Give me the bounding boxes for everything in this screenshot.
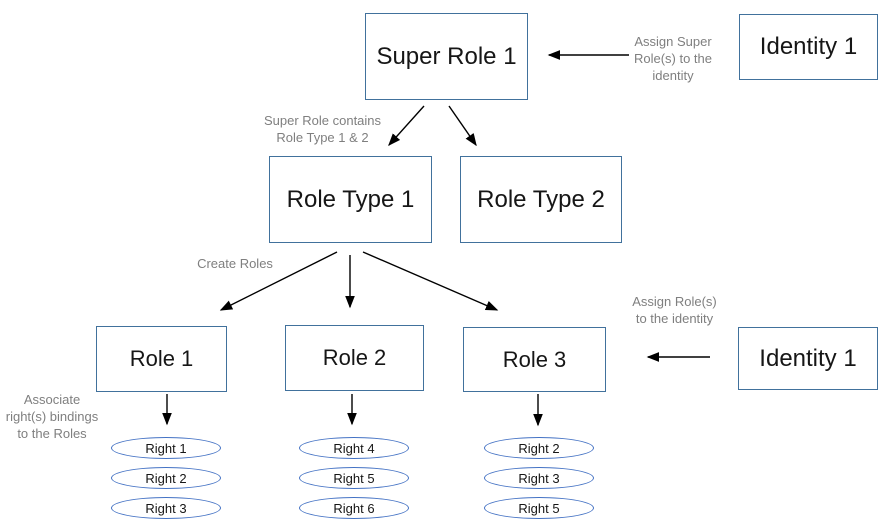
role-type-1-box: Role Type 1	[269, 156, 432, 243]
right-ellipse: Right 2	[484, 437, 594, 459]
annotation-assign-roles: Assign Role(s) to the identity	[632, 294, 717, 326]
right-ellipse: Right 4	[299, 437, 409, 459]
right-ellipse: Right 3	[484, 467, 594, 489]
arrow-role-type-to-role-3	[362, 251, 499, 311]
identity-right-box: Identity 1	[738, 327, 878, 390]
right-ellipse: Right 1	[111, 437, 221, 459]
right-ellipse: Right 6	[299, 497, 409, 519]
role-1-box: Role 1	[96, 326, 227, 392]
arrow-super-to-role-type-2	[448, 105, 477, 147]
role-2-box: Role 2	[285, 325, 424, 391]
annotation-assign-super-role: Assign Super Role(s) to the identity	[633, 34, 713, 83]
right-ellipse: Right 5	[484, 497, 594, 519]
role-3-box: Role 3	[463, 327, 606, 392]
arrow-super-to-role-type-1	[388, 105, 425, 147]
identity-top-box: Identity 1	[739, 14, 878, 80]
annotation-super-role-contains: Super Role contains Role Type 1 & 2	[263, 113, 382, 145]
role-type-2-box: Role Type 2	[460, 156, 622, 243]
annotation-associate-rights: Associate right(s) bindings to the Roles	[5, 392, 99, 441]
right-ellipse: Right 5	[299, 467, 409, 489]
right-ellipse: Right 2	[111, 467, 221, 489]
right-ellipse: Right 3	[111, 497, 221, 519]
annotation-create-roles: Create Roles	[197, 256, 273, 271]
super-role-box: Super Role 1	[365, 13, 528, 100]
